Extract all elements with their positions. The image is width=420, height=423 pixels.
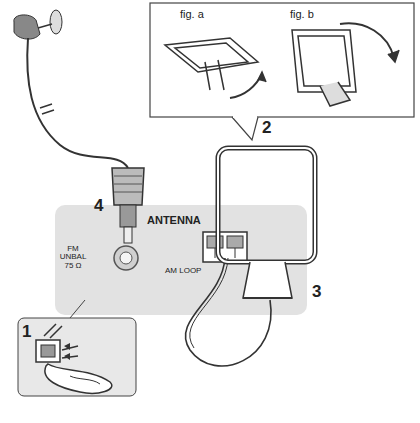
callout-number: 2: [262, 118, 271, 138]
am-loop-antenna: [218, 148, 315, 298]
inset-pointer: [232, 117, 258, 140]
panel-label: AM LOOP: [165, 267, 201, 275]
fig-a-drawing: [165, 38, 266, 98]
callout-number: 1: [22, 322, 31, 342]
fig-b-drawing: [292, 23, 399, 106]
panel-label: fig. a: [180, 9, 204, 21]
panel-label: FM UNBAL 75 Ω: [57, 245, 89, 270]
terminal-inset: [18, 318, 136, 396]
fm-jack: [114, 246, 138, 270]
antenna-panel: ANTENNA FM UNBAL 75 Ω AM LOOP: [55, 205, 307, 315]
panel-label: ANTENNA: [147, 215, 201, 227]
am-terminals: [203, 232, 247, 262]
callout-number: 4: [94, 196, 103, 216]
fm-wire-antenna: [14, 10, 144, 243]
panel-label: fig. b: [290, 9, 314, 21]
inset-frame: [150, 3, 414, 117]
callout-number: 3: [312, 282, 321, 302]
inset-box: fig. a fig. b: [150, 3, 414, 117]
